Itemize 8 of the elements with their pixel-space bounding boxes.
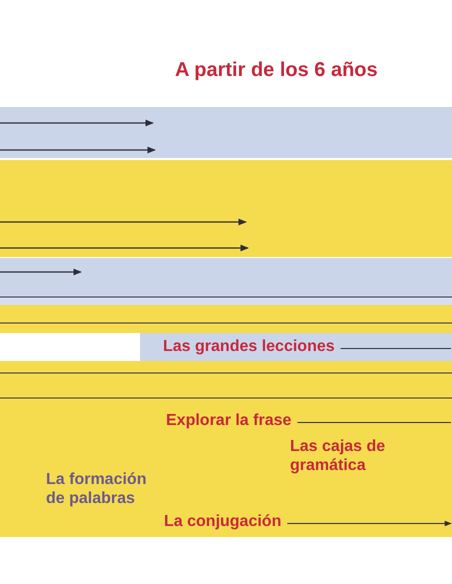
leader-line — [286, 520, 452, 526]
title: A partir de los 6 años — [175, 58, 378, 82]
course-label: Las cajas de gramática — [290, 437, 386, 475]
course-label: La formación de palabras — [46, 470, 148, 508]
course-label: La conjugación — [164, 512, 282, 531]
leader-line — [296, 422, 452, 423]
course-label: Explorar la frase — [166, 411, 292, 430]
leader-line — [340, 348, 452, 349]
